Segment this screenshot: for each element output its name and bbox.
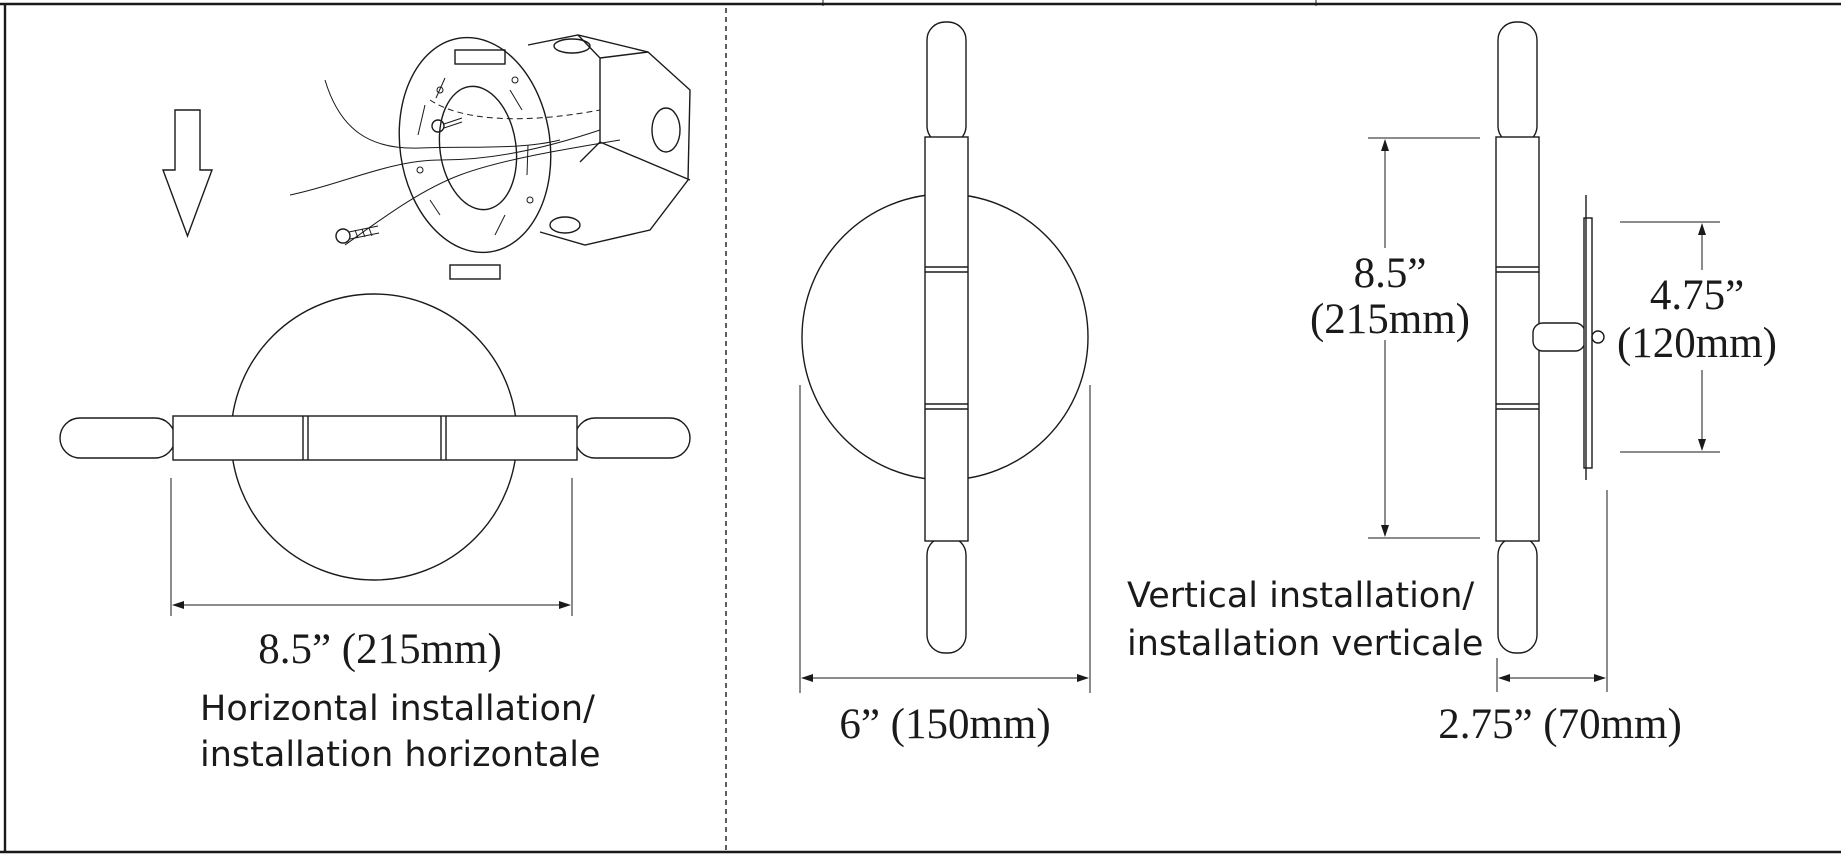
side-depth-label: 2.75” (70mm) [1438,701,1682,748]
backplate-height-dimension [1620,221,1720,453]
horizontal-width-dimension [170,478,573,616]
vertical-caption-line2: installation verticale [1127,624,1483,664]
front-width-label: 6” (150mm) [839,701,1050,748]
side-height-label-line1: 8.5” [1354,250,1427,297]
down-arrow-icon [161,109,214,239]
side-height-label-line2: (215mm) [1310,296,1470,343]
vertical-front-fixture [801,21,1089,654]
horizontal-fixture [59,293,691,581]
vertical-caption-line1: Vertical installation/ [1127,576,1474,616]
backplate-height-label-line2: (120mm) [1617,320,1777,367]
mounting-screw-icon [335,225,380,244]
junction-box-icon [289,34,691,280]
front-width-dimension [799,385,1091,693]
side-height-dimension [1368,137,1480,539]
backplate-height-label-line1: 4.75” [1650,272,1744,319]
horizontal-width-label: 8.5” (215mm) [258,626,502,673]
vertical-side-fixture [1495,21,1605,654]
side-depth-dimension [1496,490,1608,692]
horizontal-caption-line1: Horizontal installation/ [200,689,595,729]
horizontal-caption-line2: installation horizontale [200,735,600,775]
